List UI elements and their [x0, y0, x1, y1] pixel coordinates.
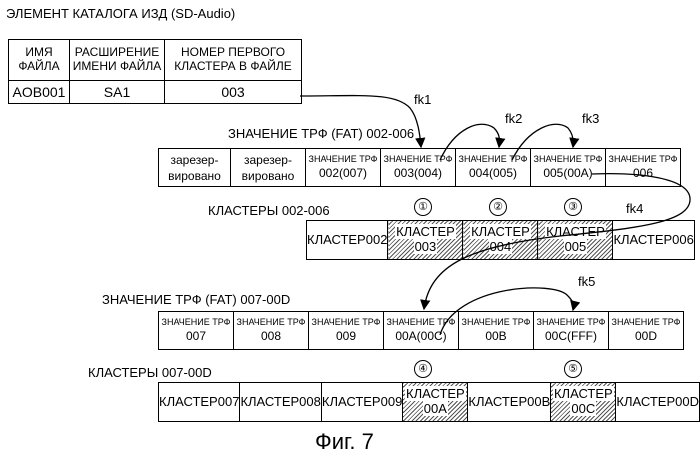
fk2-label: fk2	[505, 111, 522, 126]
fk4-arrow	[424, 174, 690, 309]
fk5-arrow	[440, 288, 573, 335]
fk5-label: fk5	[578, 274, 595, 289]
fk1-arrow	[300, 96, 421, 147]
fk1-label: fk1	[414, 92, 431, 107]
figure-caption: Фиг. 7	[315, 429, 374, 455]
fk2-arrow	[440, 124, 499, 160]
fk3-arrow	[512, 124, 573, 160]
fk4-label: fk4	[626, 201, 643, 216]
fk3-label: fk3	[582, 111, 599, 126]
